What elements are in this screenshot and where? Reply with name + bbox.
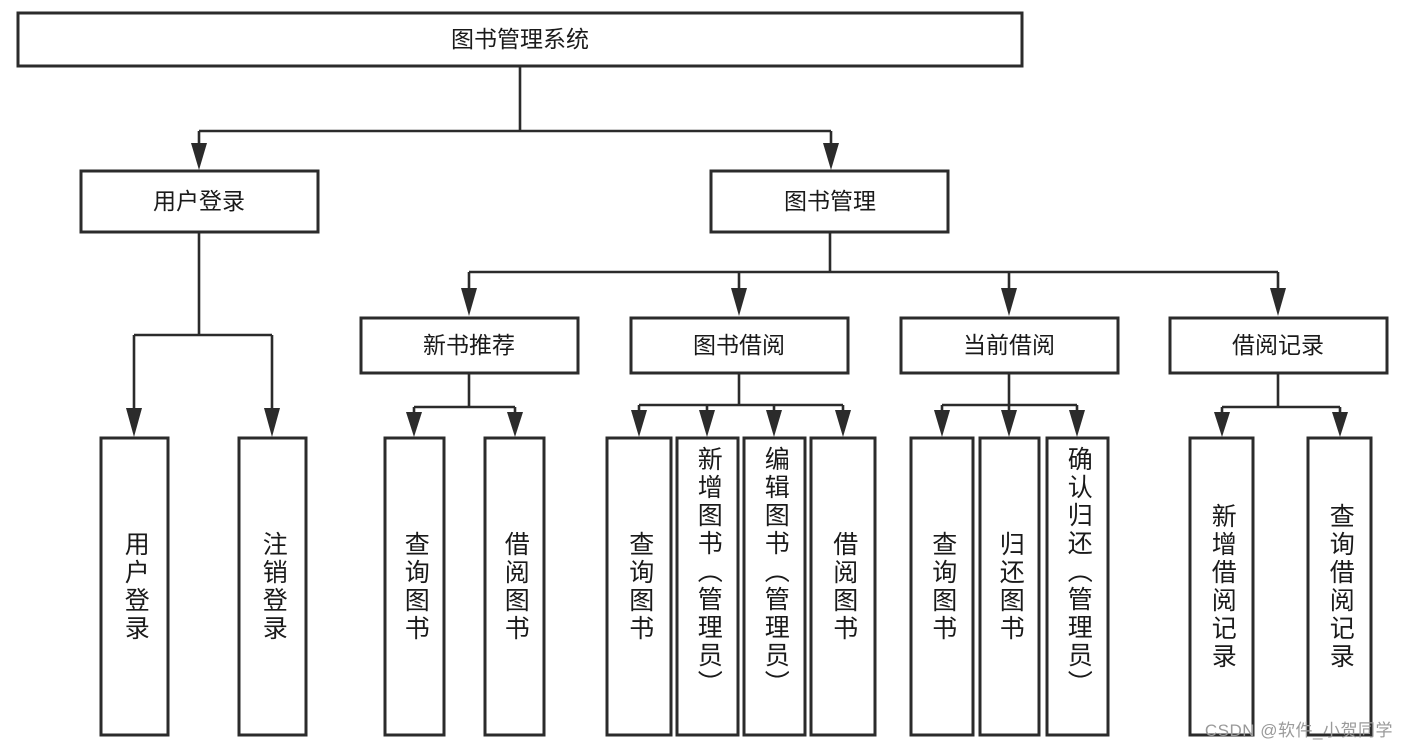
connector-root-to-level2 (191, 66, 839, 170)
arrow-to-leaf-add-book (699, 410, 715, 437)
root-label: 图书管理系统 (451, 26, 589, 52)
leaf-box-logout[interactable] (237, 436, 308, 737)
leaf-box-borrow-book-2[interactable] (809, 436, 877, 737)
leaf-box-query-book-3[interactable] (909, 436, 975, 737)
node-root[interactable]: 图书管理系统 (16, 11, 1024, 68)
leaf-box-borrow-book-1[interactable] (483, 436, 546, 737)
current-borrow-label: 当前借阅 (963, 332, 1055, 358)
node-user-login[interactable]: 用户登录 (79, 169, 320, 234)
node-book-manage[interactable]: 图书管理 (709, 169, 950, 234)
arrow-to-leaf-edit-book (766, 410, 782, 437)
new-book-recommend-label: 新书推荐 (423, 332, 515, 358)
arrow-to-borrow-record (1270, 288, 1286, 316)
arrow-to-leaf-user-login (126, 408, 142, 437)
csdn-watermark: CSDN @软件_小贺同学 (1204, 721, 1393, 740)
connector-user-login-to-leaves (126, 232, 280, 437)
node-current-borrow[interactable]: 当前借阅 (899, 316, 1120, 375)
leaf-box-confirm-return[interactable] (1045, 436, 1110, 737)
book-borrow-label: 图书借阅 (693, 332, 785, 358)
arrow-to-leaf-query-book-1 (406, 412, 422, 437)
arrow-to-book-borrow (731, 288, 747, 316)
book-manage-box[interactable] (709, 169, 950, 234)
arrow-to-current-borrow (1001, 288, 1017, 316)
arrow-to-leaf-return-book (1001, 410, 1017, 437)
leaf-box-edit-book[interactable] (742, 436, 807, 737)
book-borrow-box[interactable] (629, 316, 850, 375)
arrow-to-leaf-borrow-book-2 (835, 410, 851, 437)
connector-new-book-recommend-to-leaves (406, 373, 523, 437)
arrow-to-new-book-recommend (461, 288, 477, 316)
arrow-to-leaf-borrow-book-1 (507, 412, 523, 437)
connector-book-manage-to-level3 (461, 232, 1286, 316)
leaf-box-add-book[interactable] (675, 436, 740, 737)
book-manage-label: 图书管理 (784, 188, 876, 214)
arrow-to-book-manage (823, 143, 839, 170)
current-borrow-box[interactable] (899, 316, 1120, 375)
borrow-record-label: 借阅记录 (1232, 332, 1324, 358)
connector-book-borrow-to-leaves (631, 373, 851, 437)
arrow-to-leaf-logout (264, 408, 280, 437)
borrow-record-box[interactable] (1168, 316, 1389, 375)
arrow-to-leaf-query-book-3 (934, 410, 950, 437)
arrow-to-leaf-add-record (1214, 412, 1230, 437)
leaf-box-return-book[interactable] (978, 436, 1041, 737)
connector-current-borrow-to-leaves (934, 373, 1085, 437)
leaf-box-add-record[interactable] (1188, 436, 1255, 737)
arrow-to-leaf-query-book-2 (631, 410, 647, 437)
leaf-box-query-book-2[interactable] (605, 436, 673, 737)
leaf-box-user-login[interactable] (99, 436, 170, 737)
connector-borrow-record-to-leaves (1214, 373, 1348, 437)
arrow-to-user-login (191, 143, 207, 170)
root-box[interactable] (16, 11, 1024, 68)
node-new-book-recommend[interactable]: 新书推荐 (359, 316, 580, 375)
leaf-box-query-record[interactable] (1306, 436, 1373, 737)
arrow-to-leaf-query-record (1332, 412, 1348, 437)
node-book-borrow[interactable]: 图书借阅 (629, 316, 850, 375)
node-borrow-record[interactable]: 借阅记录 (1168, 316, 1389, 375)
user-login-label: 用户登录 (153, 188, 245, 214)
new-book-recommend-box[interactable] (359, 316, 580, 375)
leaf-box-query-book-1[interactable] (383, 436, 446, 737)
arrow-to-leaf-confirm-return (1069, 410, 1085, 437)
